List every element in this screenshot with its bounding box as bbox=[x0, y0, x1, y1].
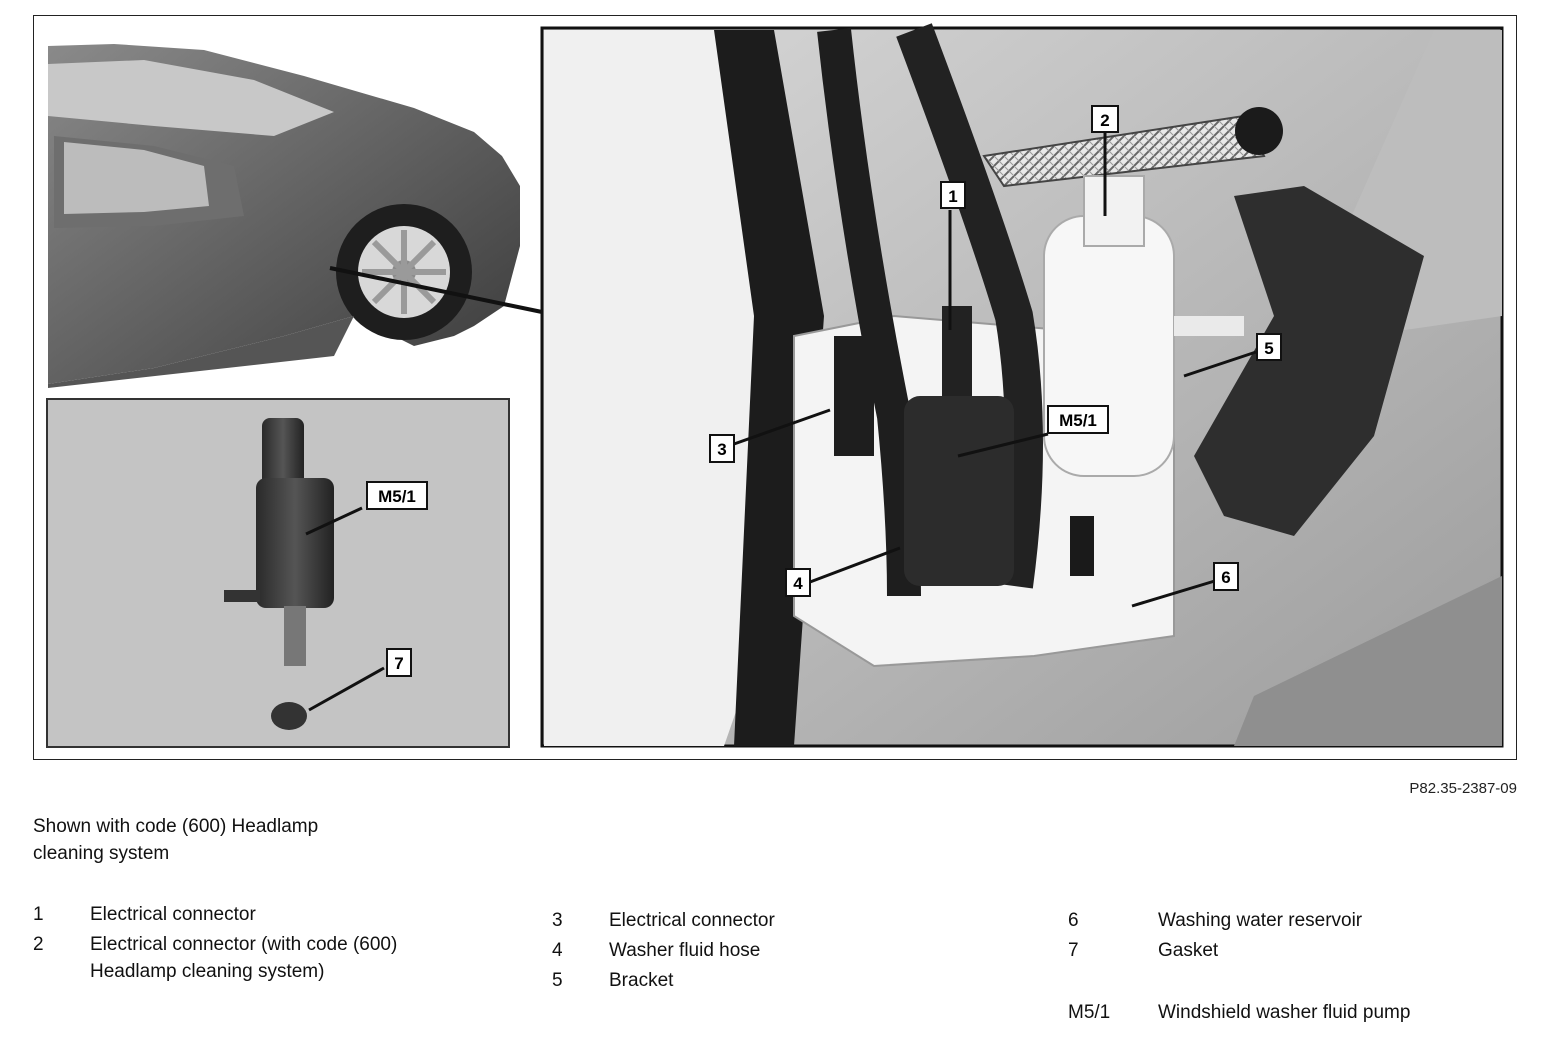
callout-3: 3 bbox=[717, 440, 726, 459]
legend-item: 6 Washing water reservoir bbox=[1068, 906, 1508, 936]
legend-column-3: 6 Washing water reservoir 7 Gasket M5/1 … bbox=[1068, 906, 1508, 1028]
legend-number: 5 bbox=[552, 970, 563, 991]
figure-frame: 1 2 3 4 5 6 M5/1 M5/1 7 bbox=[33, 15, 1517, 760]
legend-number: 7 bbox=[1068, 940, 1079, 961]
legend-item: 3 Electrical connector bbox=[552, 906, 932, 936]
figure-illustration: 1 2 3 4 5 6 M5/1 M5/1 7 bbox=[46, 23, 1504, 748]
figure-caption: Shown with code (600) Headlamp cleaning … bbox=[33, 816, 319, 864]
legend-number: 3 bbox=[552, 910, 563, 931]
legend-number: 2 bbox=[33, 934, 44, 955]
callout-5: 5 bbox=[1264, 339, 1273, 358]
legend-number: M5/1 bbox=[1068, 1002, 1111, 1023]
legend-text: Washer fluid hose bbox=[609, 940, 761, 961]
legend-text: Bracket bbox=[609, 970, 674, 991]
leader-lines bbox=[305, 132, 1257, 712]
callout-4: 4 bbox=[793, 574, 803, 593]
legend-item: 7 Gasket bbox=[1068, 936, 1508, 966]
legend-text: Electrical connector bbox=[609, 910, 775, 931]
legend-item: 1 Electrical connector bbox=[33, 900, 453, 930]
legend-text: Windshield washer fluid pump bbox=[1158, 1002, 1411, 1023]
car-photo bbox=[48, 38, 543, 388]
legend-item: 2 Electrical connector (with code (600) … bbox=[33, 930, 453, 985]
callout-7: 7 bbox=[394, 654, 403, 673]
legend-text: Electrical connector (with code (600) He… bbox=[90, 934, 398, 982]
callout-6: 6 bbox=[1221, 568, 1230, 587]
legend-item: 4 Washer fluid hose bbox=[552, 936, 932, 966]
legend-column-1: 1 Electrical connector 2 Electrical conn… bbox=[33, 900, 453, 985]
legend-column-2: 3 Electrical connector 4 Washer fluid ho… bbox=[552, 906, 932, 996]
callout-m51-inset: M5/1 bbox=[378, 487, 416, 506]
legend-number: 6 bbox=[1068, 910, 1079, 931]
callout-m51-main: M5/1 bbox=[1059, 411, 1097, 430]
callout-1: 1 bbox=[948, 187, 957, 206]
legend-text: Gasket bbox=[1158, 940, 1219, 961]
legend-number: 1 bbox=[33, 904, 44, 925]
pump-inset bbox=[46, 398, 510, 748]
figure-id: P82.35-2387-09 bbox=[1409, 780, 1517, 797]
legend-item: 5 Bracket bbox=[552, 966, 932, 996]
callout-2: 2 bbox=[1100, 111, 1109, 130]
engine-bay-photo bbox=[540, 23, 1504, 748]
legend-item: M5/1 Windshield washer fluid pump bbox=[1068, 998, 1508, 1028]
legend-text: Electrical connector bbox=[90, 904, 256, 925]
legend-number: 4 bbox=[552, 940, 563, 961]
legend-text: Washing water reservoir bbox=[1158, 910, 1363, 931]
